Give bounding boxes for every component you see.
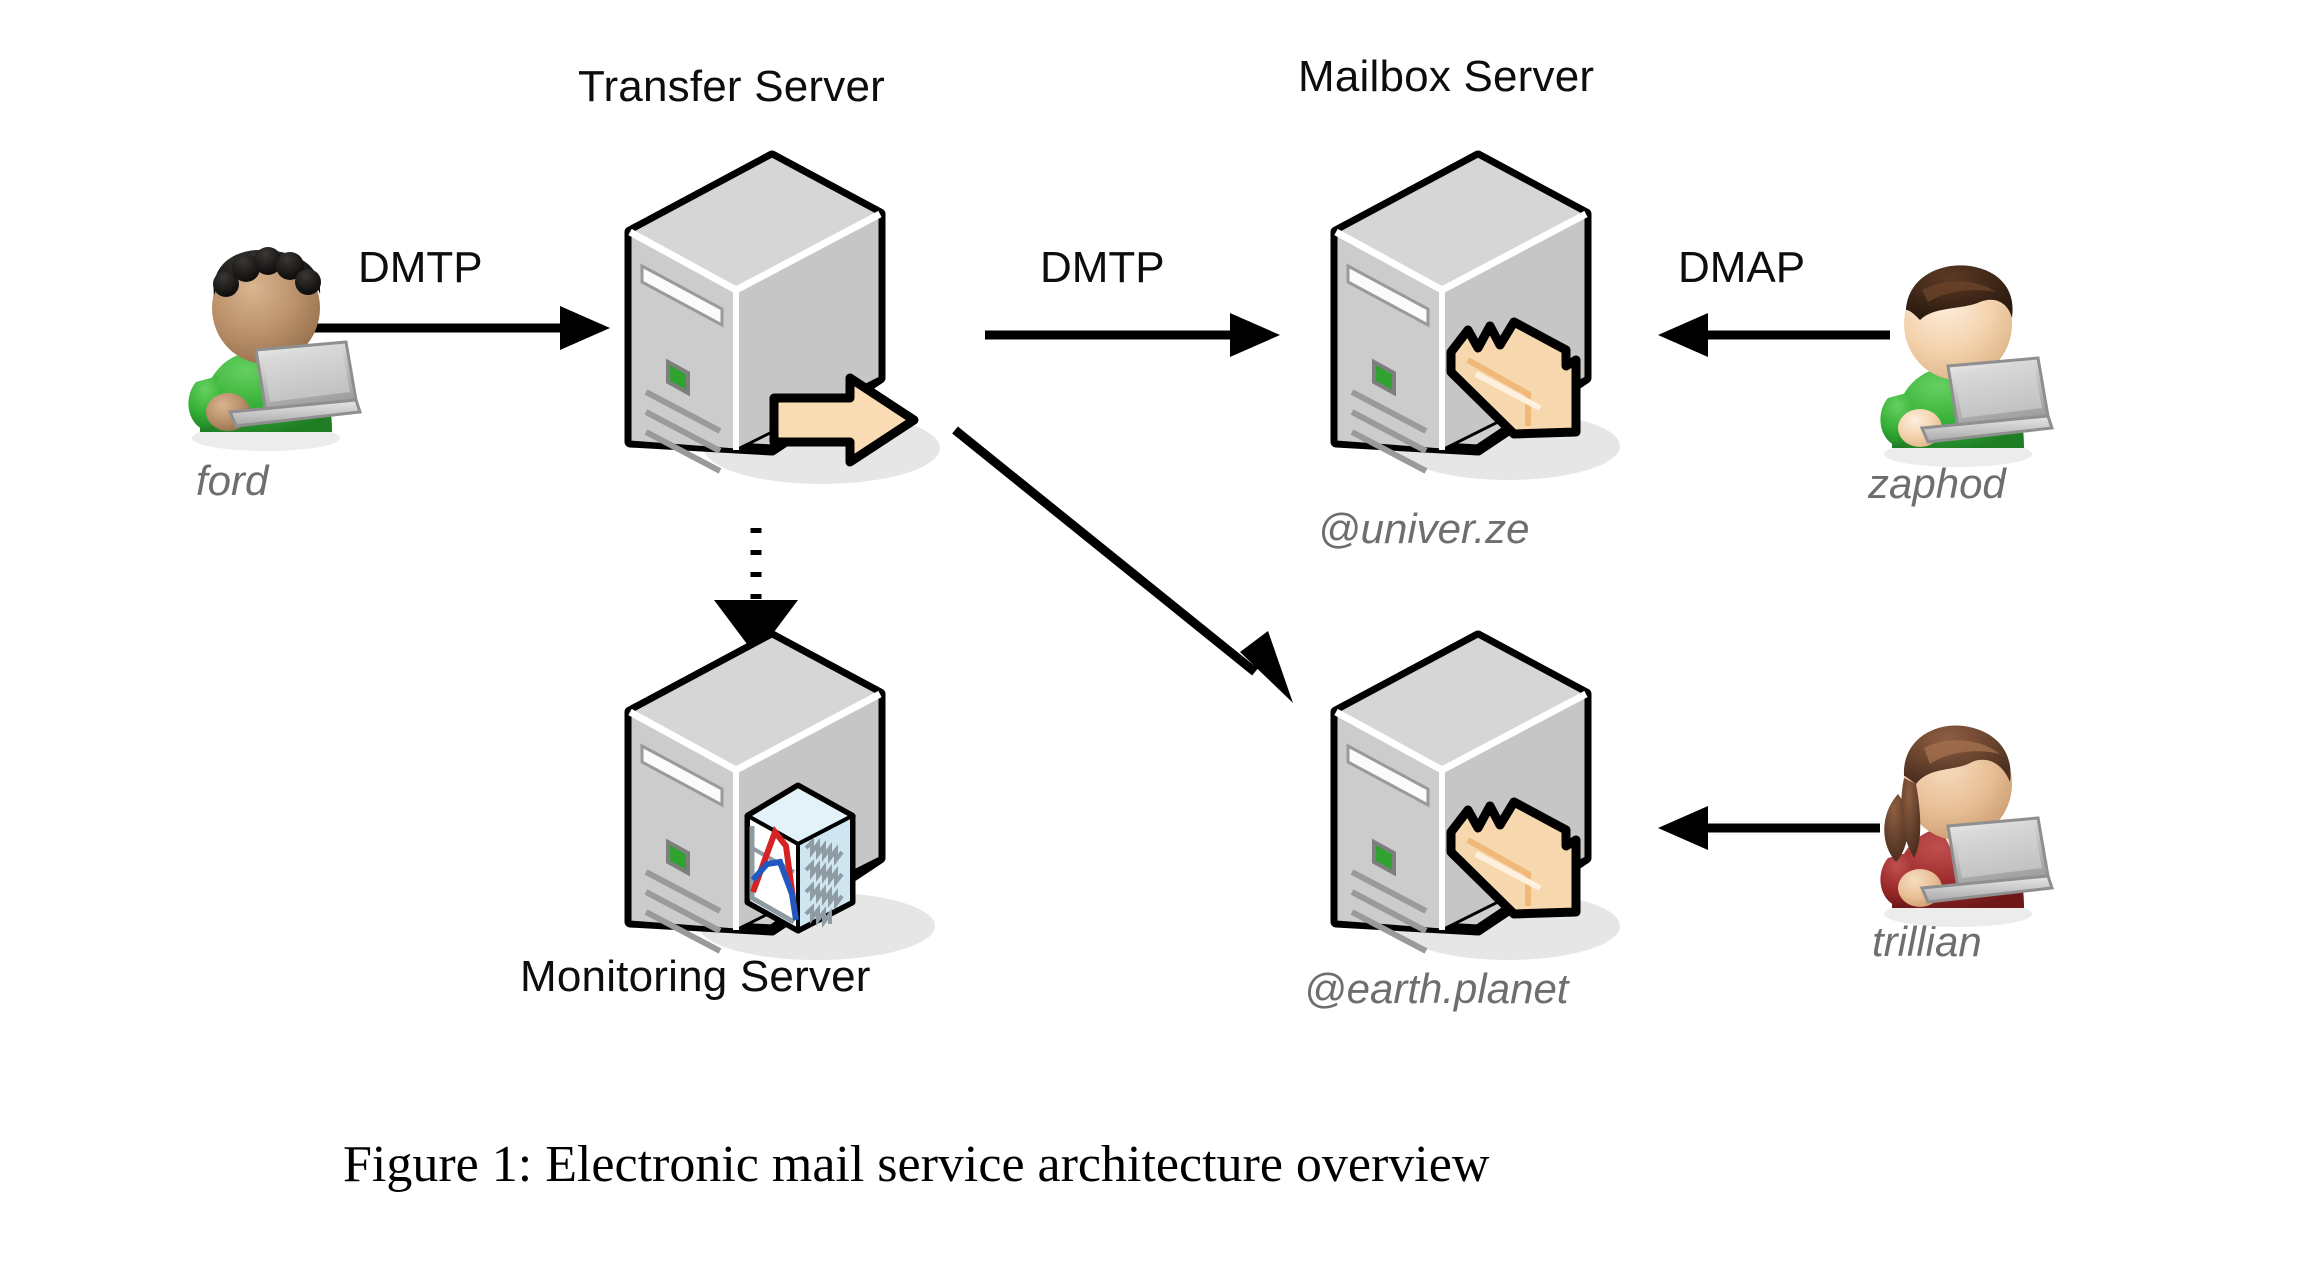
monitoring-report-cube-icon bbox=[744, 782, 857, 934]
arrow-ford-to-transfer bbox=[300, 306, 610, 350]
mail-folder-icon bbox=[1446, 317, 1581, 439]
mail-folder-icon bbox=[1446, 797, 1581, 919]
figure-caption: Figure 1: Electronic mail service archit… bbox=[343, 1136, 1490, 1193]
user-trillian[interactable] bbox=[1862, 722, 2082, 932]
user-with-laptop-icon bbox=[1880, 725, 2055, 908]
mailbox-server-label: Mailbox Server bbox=[1298, 52, 1595, 101]
node-earth-server[interactable] bbox=[1318, 630, 1658, 980]
user-with-laptop-icon bbox=[188, 247, 363, 432]
monitoring-server-label: Monitoring Server bbox=[520, 952, 871, 1001]
server-tower-icon bbox=[1330, 150, 1592, 474]
protocol-label-dmtp-1: DMTP bbox=[358, 243, 483, 292]
node-transfer-server[interactable] bbox=[612, 150, 972, 500]
node-monitoring-server[interactable] bbox=[612, 630, 972, 980]
node-mailbox-server[interactable] bbox=[1318, 150, 1658, 500]
arrow-transfer-to-earth bbox=[952, 426, 1293, 703]
user-ford[interactable] bbox=[170, 246, 390, 456]
transfer-server-label: Transfer Server bbox=[578, 62, 886, 111]
arrow-zaphod-to-mailbox bbox=[1658, 313, 1890, 357]
protocol-label-dmtp-2: DMTP bbox=[1040, 243, 1165, 292]
server-tower-icon bbox=[624, 150, 886, 474]
user-label-zaphod: zaphod bbox=[1868, 460, 2006, 507]
user-with-laptop-icon bbox=[1880, 265, 2055, 448]
domain-label-univer-ze: @univer.ze bbox=[1318, 505, 1530, 552]
arrow-transfer-to-monitoring bbox=[714, 528, 798, 656]
user-zaphod[interactable] bbox=[1862, 262, 2082, 472]
protocol-label-dmap: DMAP bbox=[1678, 243, 1806, 292]
arrow-trillian-to-earth bbox=[1658, 806, 1880, 850]
domain-label-earth-planet: @earth.planet bbox=[1304, 965, 1569, 1012]
user-label-ford: ford bbox=[196, 457, 269, 504]
transfer-arrow-icon bbox=[769, 373, 919, 467]
arrow-transfer-to-mailbox bbox=[985, 313, 1280, 357]
